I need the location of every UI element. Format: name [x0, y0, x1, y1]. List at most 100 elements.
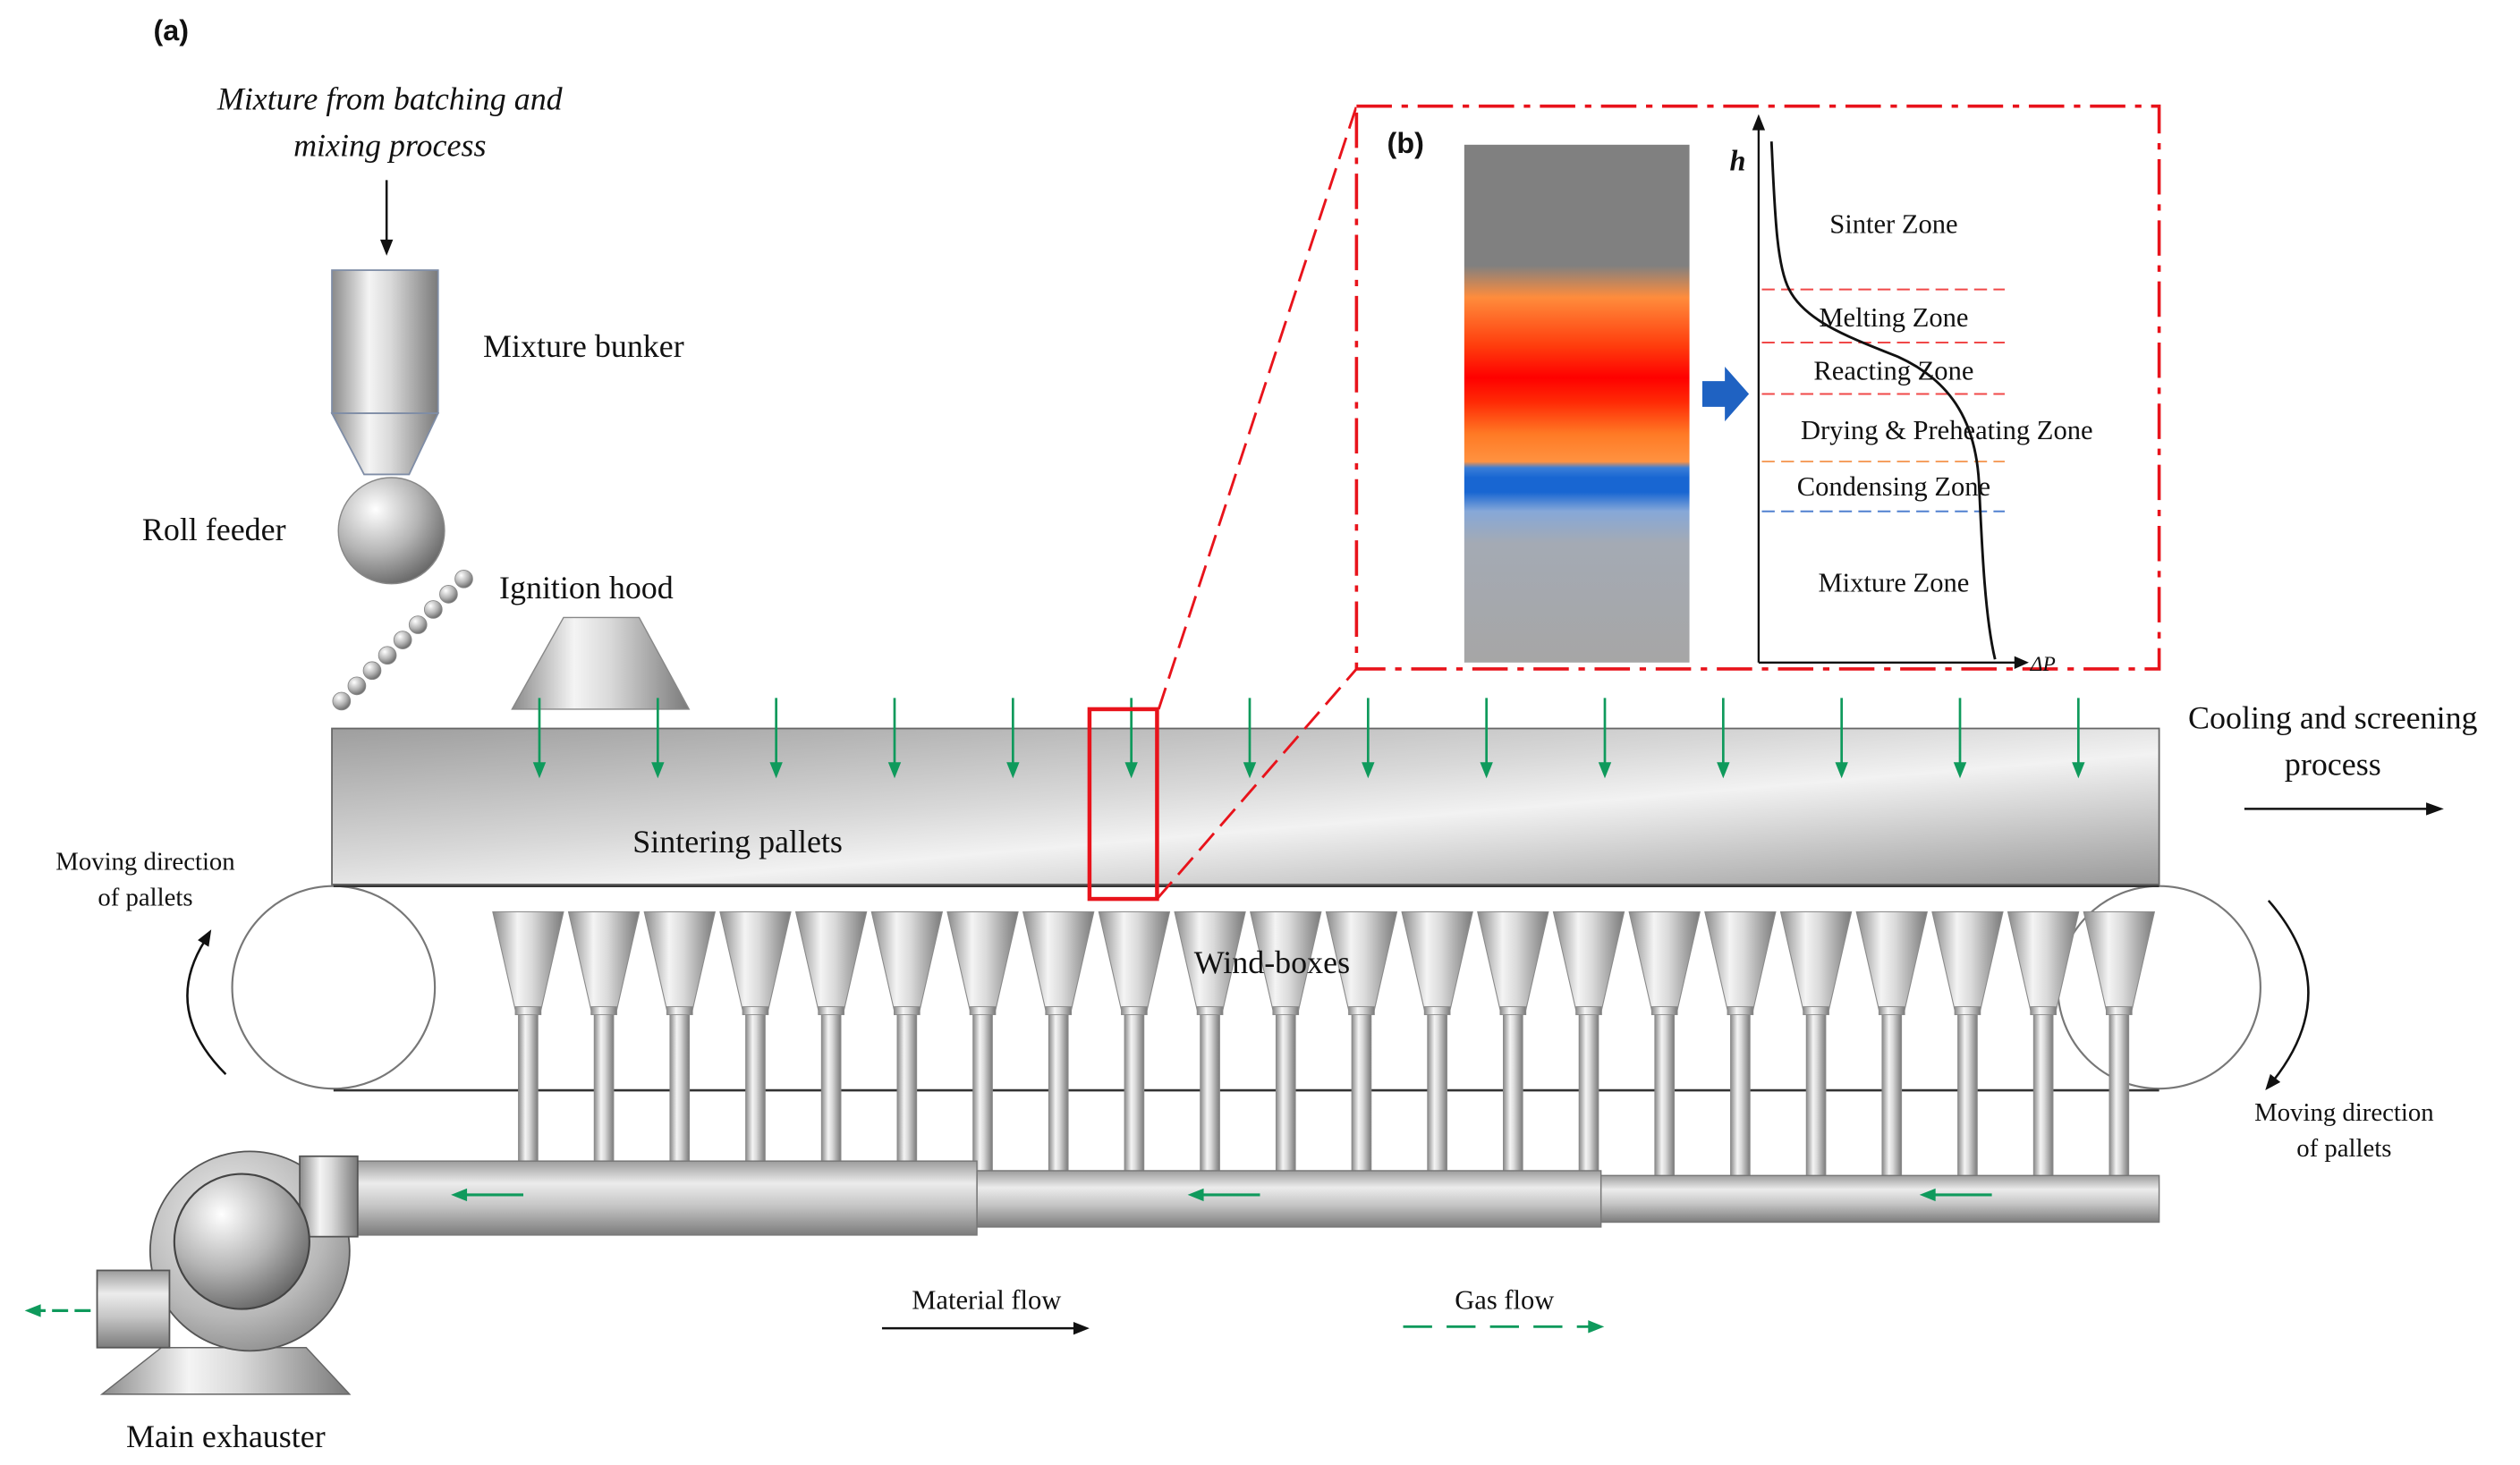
gas-flow-arrow-head	[1006, 762, 1020, 779]
wind-box-collar	[1423, 1006, 1451, 1016]
duct-segment-3	[1599, 1174, 2160, 1224]
gas-flow-arrow-down	[1598, 698, 1612, 779]
gas-flow-arrow-head	[1835, 762, 1848, 779]
wind-box-collar	[1499, 1006, 1527, 1016]
zone-label-condensing: Condensing Zone	[1797, 471, 1990, 502]
feed-arrow-head	[379, 239, 394, 256]
duct-gas-arrows	[451, 1188, 1992, 1202]
wind-box-funnel	[1477, 910, 1549, 1011]
zoom-line-top	[1157, 106, 1358, 710]
wind-box-pipe	[2032, 1009, 2054, 1178]
feed-source-line1: Mixture from batching and	[216, 80, 564, 116]
mixture-ball	[408, 615, 428, 634]
x-axis-label: ΔP	[2030, 653, 2056, 676]
gas-flow-arrow-down	[1953, 698, 1967, 779]
gas-flow-arrow-down	[1480, 698, 1493, 779]
roll-feeder-label: Roll feeder	[142, 512, 286, 547]
wind-box	[1779, 910, 1853, 1178]
duct-gas-arrow	[1187, 1188, 1260, 1202]
wind-box-funnel	[719, 910, 792, 1011]
wind-box-collar	[1878, 1006, 1905, 1016]
wind-box-funnel	[1931, 910, 2004, 1011]
wind-box	[2083, 910, 2156, 1178]
gas-flow-arrow-down	[532, 698, 547, 779]
sintering-pallets	[331, 727, 2160, 885]
gas-flow-arrow-down	[769, 698, 783, 779]
wind-box-collar	[2105, 1006, 2133, 1016]
wind-box-collar	[1272, 1006, 1300, 1016]
wind-box-collar	[1575, 1006, 1602, 1016]
wind-box	[1022, 910, 1095, 1178]
wind-box	[2007, 910, 2080, 1178]
duct-gas-arrow-head	[451, 1188, 468, 1202]
zoom-line-bottom	[1156, 668, 1358, 901]
wind-box-pipe	[518, 1009, 539, 1178]
wind-box	[1704, 910, 1777, 1178]
mixture-ball	[454, 569, 473, 589]
duct-segment-1	[357, 1160, 978, 1236]
wind-box-pipe	[1427, 1009, 1447, 1178]
y-axis-arrow	[1752, 114, 1766, 131]
bunker-hopper	[330, 412, 440, 476]
wind-box-pipe	[1578, 1009, 1599, 1178]
right-curved-arrow-head	[2265, 1073, 2281, 1091]
wind-box	[794, 910, 868, 1178]
gas-flow-arrow-head	[769, 762, 783, 779]
wind-box-collar	[1045, 1006, 1073, 1016]
wind-box-pipe	[1200, 1009, 1220, 1178]
gas-flow-arrow-head	[1362, 762, 1375, 779]
exhauster-impeller	[173, 1173, 310, 1310]
wind-box-pipe	[1957, 1009, 1978, 1178]
wind-box	[567, 910, 641, 1178]
wind-box-collar	[666, 1006, 693, 1016]
wind-box-pipe	[972, 1009, 993, 1178]
gas-flow-arrow-head	[1598, 762, 1612, 779]
wind-box-collar	[1727, 1006, 1754, 1016]
wind-box-collar	[894, 1006, 921, 1016]
panel-b-inset: (b) h ΔP Sinter Zone Melting Zone Reacti…	[1354, 104, 2161, 676]
wind-box-pipe	[1048, 1009, 1069, 1178]
moving-left-line2: of pallets	[98, 883, 192, 911]
wind-box-funnel	[492, 910, 564, 1011]
gas-flow-arrow-down	[1243, 698, 1257, 779]
cooling-arrow-head	[2426, 802, 2444, 816]
exhauster-base	[99, 1347, 352, 1395]
wind-box-collar	[1803, 1006, 1829, 1016]
feed-source-line2: mixing process	[293, 127, 486, 163]
wind-box-collar	[514, 1006, 542, 1016]
wind-box-pipe	[1730, 1009, 1751, 1178]
moving-direction-left: Moving direction of pallets	[55, 848, 235, 1075]
feed-arrow	[379, 180, 394, 256]
mixture-ball	[332, 691, 352, 711]
wind-box	[1477, 910, 1549, 1178]
wind-box-collar	[1954, 1006, 1981, 1016]
legend-gas-arrow-head	[1588, 1320, 1605, 1334]
legend-material-flow-arrow-head	[1073, 1321, 1090, 1335]
gas-flow-arrow-head	[1124, 762, 1138, 779]
wind-box	[1250, 910, 1322, 1178]
mixture-ball	[362, 661, 382, 681]
wind-box-funnel	[946, 910, 1019, 1011]
mixture-ball	[378, 646, 397, 665]
wind-box-funnel	[643, 910, 717, 1011]
wind-box-collar	[1650, 1006, 1678, 1016]
moving-right-line2: of pallets	[2296, 1134, 2391, 1163]
exhaust-arrow-head	[24, 1304, 41, 1317]
duct-segment-2	[976, 1170, 1602, 1228]
main-exhauster	[96, 1150, 359, 1395]
gas-flow-arrow-head	[1717, 762, 1730, 779]
wind-box-collar	[818, 1006, 844, 1016]
legend-gas-flow-label: Gas flow	[1455, 1285, 1554, 1316]
duct-gas-arrow-head	[1187, 1188, 1204, 1202]
wind-box-pipe	[593, 1009, 615, 1178]
mixture-ball	[439, 585, 458, 604]
gas-flow-arrow-head	[1480, 762, 1493, 779]
gas-flow-arrow-head	[1953, 762, 1967, 779]
wind-box-funnel	[870, 910, 944, 1011]
wind-box-collar	[2030, 1006, 2057, 1016]
y-axis-label: h	[1730, 145, 1746, 177]
duct-gas-arrow	[451, 1188, 524, 1202]
legend-gas-flow-arrow	[1403, 1320, 1605, 1334]
mixture-bunker	[330, 269, 440, 476]
feed-source-label: Mixture from batching and mixing process	[216, 80, 564, 163]
